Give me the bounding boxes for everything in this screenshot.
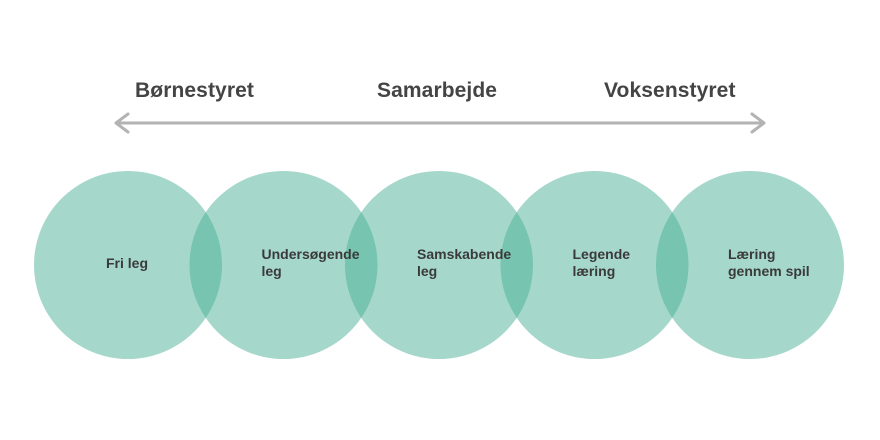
circle-3 — [345, 171, 533, 359]
circle-label-1: Fri leg — [106, 254, 149, 271]
axis-label-center: Samarbejde — [377, 79, 498, 102]
circle-1 — [34, 171, 222, 359]
double-arrow — [114, 112, 766, 134]
circle-label-3: Samskabende leg — [417, 246, 512, 279]
arrow-head-right-icon — [750, 112, 766, 134]
circle-5 — [656, 171, 844, 359]
axis-label-left: Børnestyret — [135, 79, 254, 102]
circle-label-2: Undersøgende leg — [261, 246, 360, 279]
arrow-head-left-icon — [114, 112, 130, 134]
circle-4 — [500, 171, 689, 359]
circle-2 — [189, 171, 378, 359]
circle-label-5: Læring gennem spil — [728, 246, 810, 279]
axis-label-right: Voksenstyret — [604, 79, 736, 102]
circle-label-4: Legende læring — [572, 246, 631, 279]
circles-group — [34, 171, 844, 359]
